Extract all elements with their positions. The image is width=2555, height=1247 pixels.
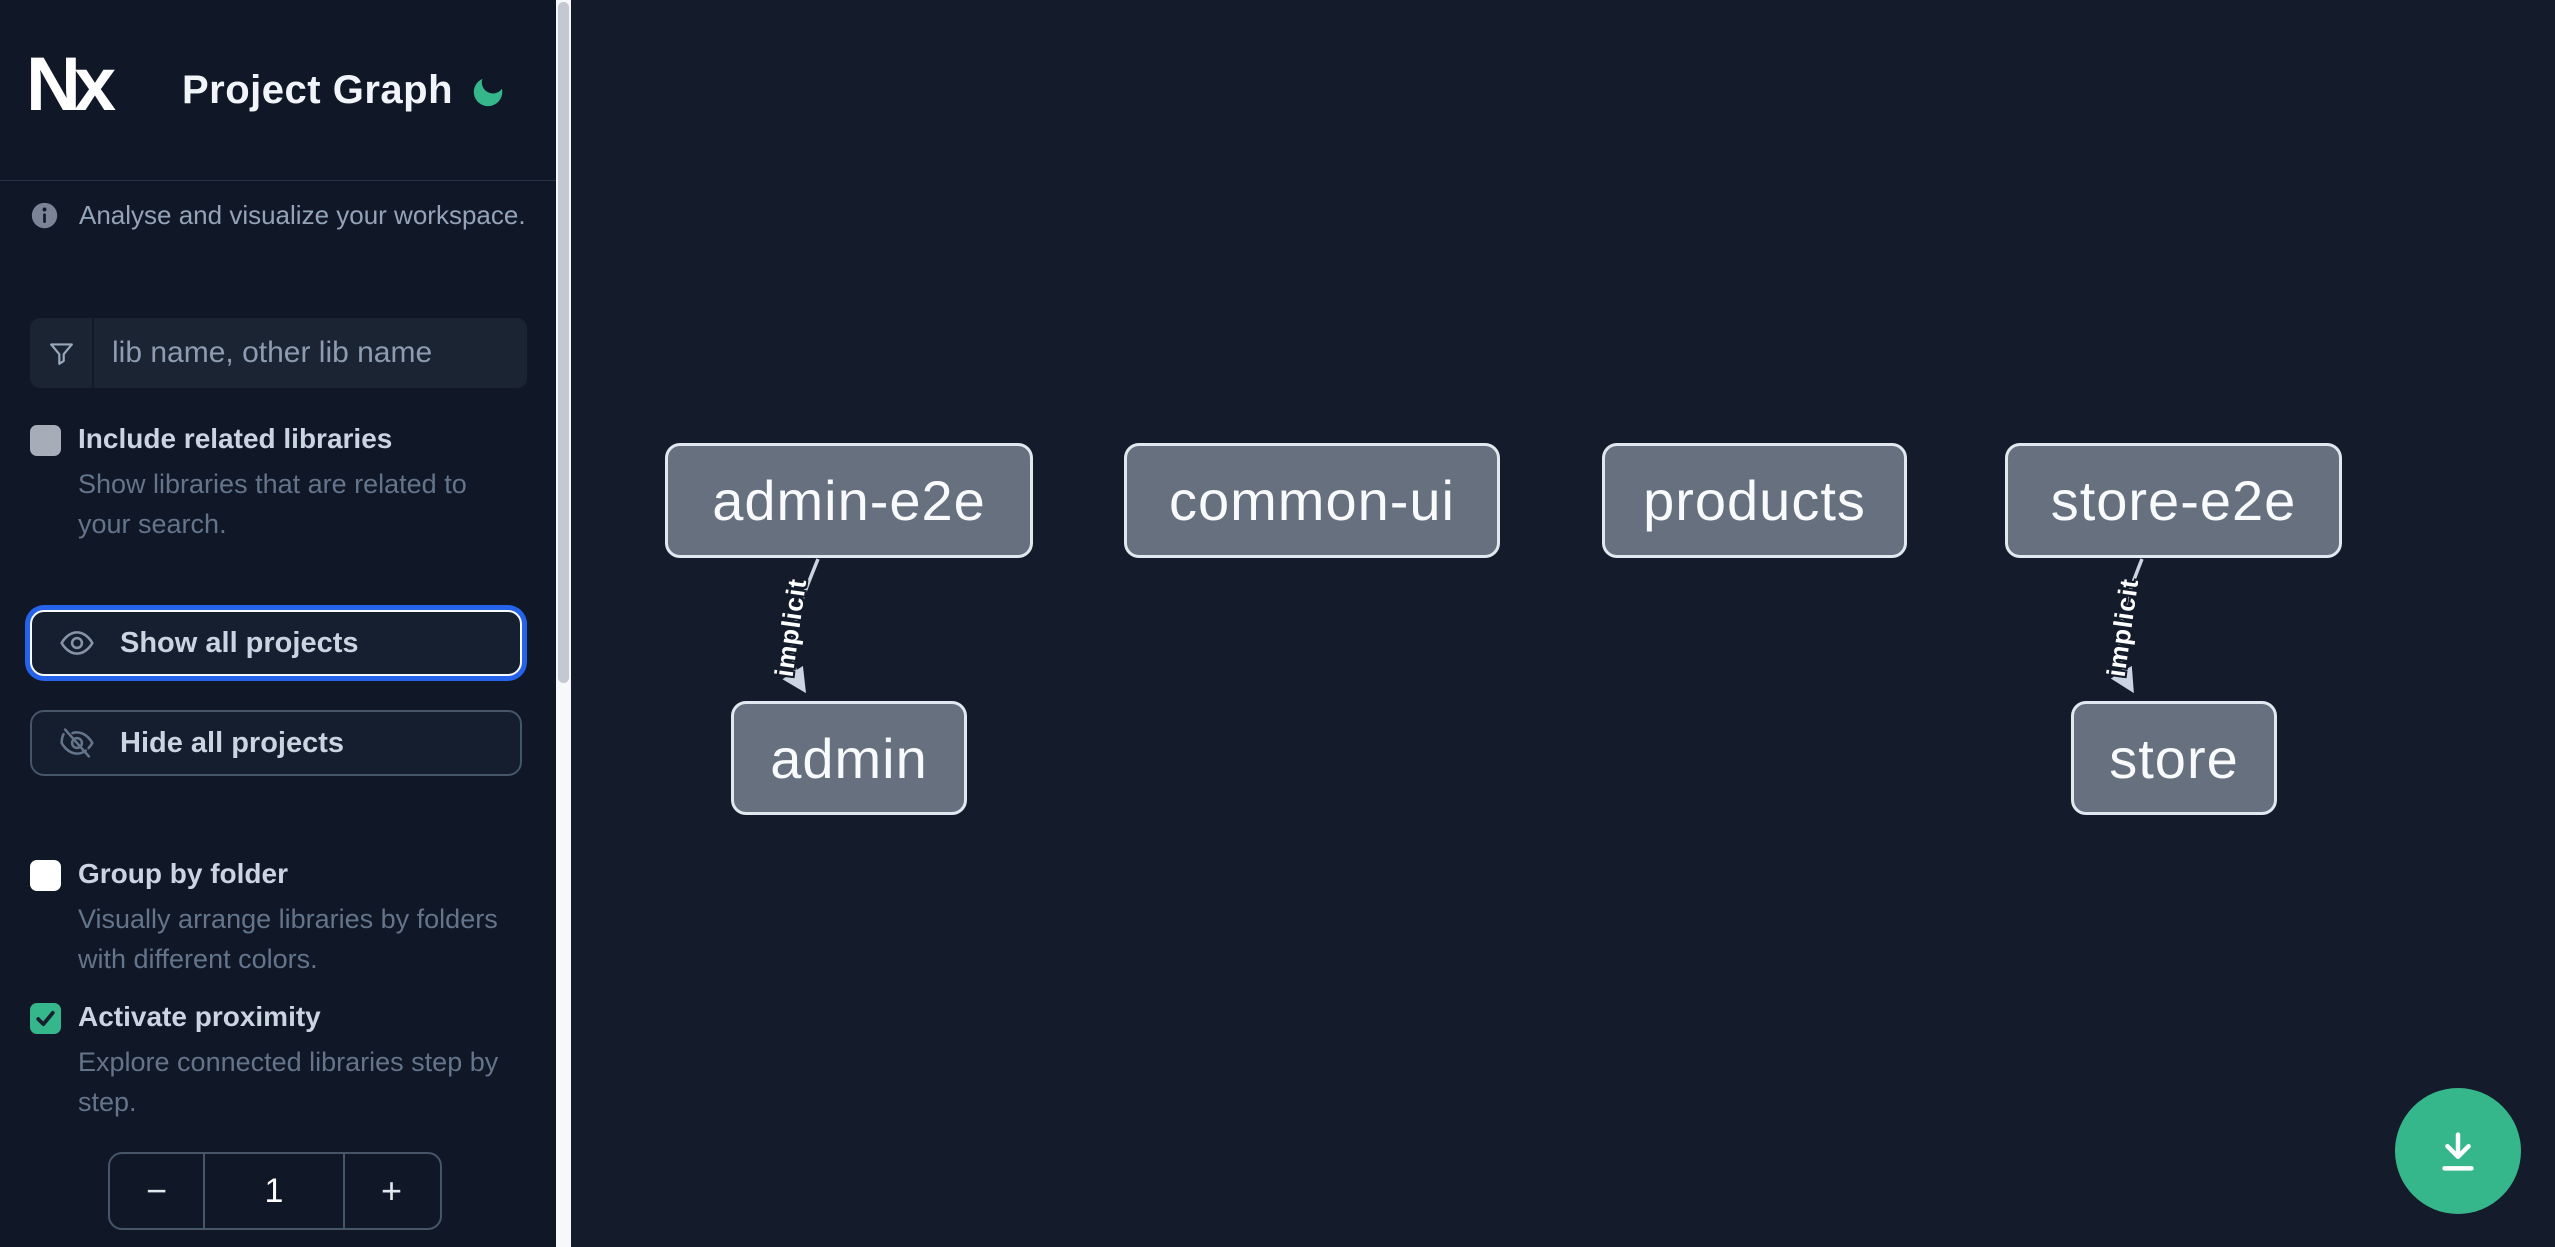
node-common-ui[interactable]: common-ui — [1124, 443, 1500, 558]
theme-toggle-button[interactable] — [462, 66, 514, 118]
sidebar-header: Nx Project Graph — [0, 0, 556, 181]
include-related-label[interactable]: Include related libraries — [78, 423, 393, 454]
hide-all-projects-label: Hide all projects — [120, 726, 345, 759]
node-store[interactable]: store — [2071, 701, 2277, 815]
stepper-increment-button[interactable]: + — [343, 1154, 438, 1228]
edge-label-implicit-store[interactable]: implicit — [2100, 576, 2145, 679]
filter-icon — [30, 318, 94, 388]
include-related-checkbox[interactable] — [30, 425, 61, 456]
nx-logo: Nx — [26, 42, 116, 127]
eye-icon — [58, 624, 96, 662]
activate-proximity-checkbox[interactable] — [30, 1003, 61, 1034]
activate-proximity-toggle: Activate proximity Explore connected lib… — [30, 1001, 510, 1122]
eye-off-icon — [58, 724, 96, 762]
search-box — [30, 318, 527, 388]
sidebar: Nx Project Graph Analyse and visualize y… — [0, 0, 556, 1247]
info-icon — [30, 201, 59, 230]
info-text: Analyse and visualize your workspace. — [79, 200, 526, 230]
sidebar-scrollbar-thumb[interactable] — [558, 2, 569, 683]
proximity-depth-stepper: − 1 + — [108, 1152, 442, 1230]
activate-proximity-label[interactable]: Activate proximity — [78, 1001, 321, 1032]
edges-layer — [782, 558, 2144, 694]
search-input[interactable] — [94, 318, 527, 388]
node-store-e2e[interactable]: store-e2e — [2005, 443, 2342, 558]
edge-label-implicit-admin[interactable]: implicit — [768, 576, 813, 679]
node-admin[interactable]: admin — [731, 701, 967, 815]
node-products[interactable]: products — [1602, 443, 1907, 558]
download-icon — [2431, 1124, 2485, 1178]
activate-proximity-description: Explore connected libraries step by step… — [78, 1047, 499, 1117]
download-graph-button[interactable] — [2395, 1088, 2521, 1214]
group-by-folder-label[interactable]: Group by folder — [78, 858, 288, 889]
include-related-toggle: Include related libraries Show libraries… — [30, 423, 510, 544]
group-by-folder-checkbox[interactable] — [30, 860, 61, 891]
group-by-folder-description: Visually arrange libraries by folders wi… — [78, 904, 498, 974]
sidebar-scrollbar-track — [556, 0, 571, 1247]
graph-canvas[interactable]: admin-e2e common-ui products store-e2e a… — [571, 0, 2555, 1247]
stepper-decrement-button[interactable]: − — [110, 1154, 205, 1228]
include-related-description: Show libraries that are related to your … — [78, 469, 467, 539]
moon-icon — [469, 73, 507, 111]
hide-all-projects-button[interactable]: Hide all projects — [30, 710, 522, 776]
show-all-projects-label: Show all projects — [120, 626, 359, 659]
checkmark-icon — [33, 1006, 58, 1031]
node-admin-e2e[interactable]: admin-e2e — [665, 443, 1033, 558]
workspace-info: Analyse and visualize your workspace. — [30, 200, 526, 231]
group-by-folder-toggle: Group by folder Visually arrange librari… — [30, 858, 510, 979]
page-title: Project Graph — [182, 68, 454, 112]
show-all-projects-button[interactable]: Show all projects — [30, 610, 522, 676]
stepper-value[interactable]: 1 — [264, 1171, 284, 1210]
